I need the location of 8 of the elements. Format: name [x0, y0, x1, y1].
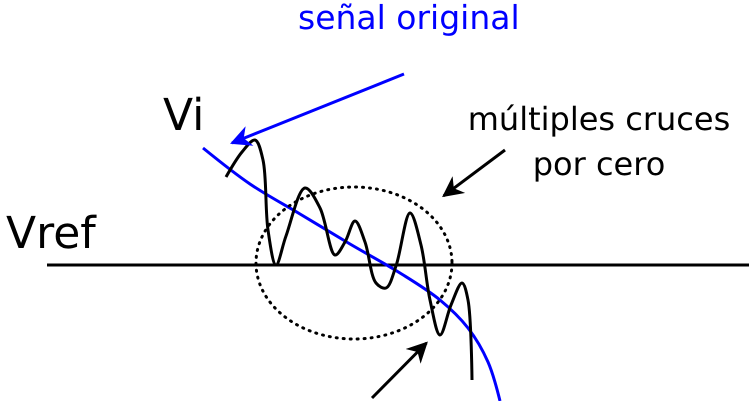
signal-label: Vi: [163, 92, 204, 140]
arrow: [370, 342, 428, 400]
callout-text: múltiples cruces por cero: [450, 97, 748, 187]
dotted-ellipse: [254, 186, 454, 340]
callout-text: señal original: [298, 0, 520, 42]
reference-label: Vref: [6, 210, 96, 258]
arrow: [230, 72, 405, 146]
arrow: [442, 148, 506, 198]
